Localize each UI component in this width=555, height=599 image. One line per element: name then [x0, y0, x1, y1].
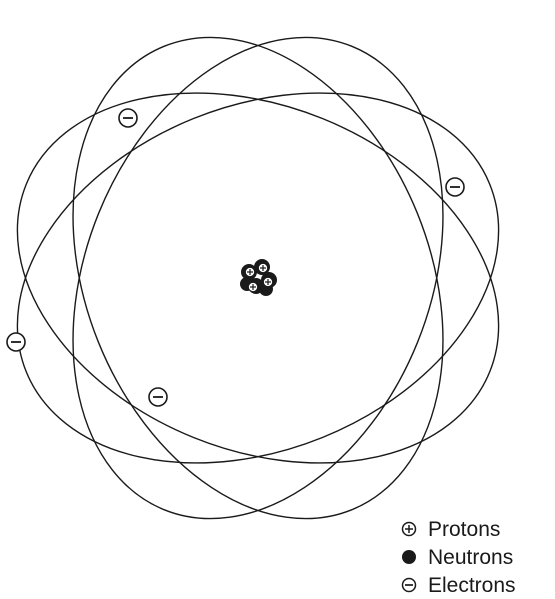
electron-orbits — [0, 0, 554, 574]
legend-label-protons: Protons — [428, 519, 500, 540]
legend: Protons Neutrons Electrons — [400, 515, 555, 599]
legend-label-neutrons: Neutrons — [428, 547, 513, 568]
orbit-ellipse — [0, 25, 554, 531]
orbit-ellipse — [0, 25, 554, 531]
proton — [248, 282, 257, 291]
electron — [119, 109, 137, 127]
nucleus — [240, 259, 277, 296]
legend-item-electrons: Electrons — [400, 571, 555, 599]
proton — [263, 277, 272, 286]
proton — [258, 263, 267, 272]
proton — [245, 267, 254, 276]
electron — [149, 388, 167, 406]
neutron-cluster — [240, 259, 277, 296]
legend-label-electrons: Electrons — [428, 575, 516, 596]
legend-item-protons: Protons — [400, 515, 555, 543]
legend-item-neutrons: Neutrons — [400, 543, 555, 571]
electron — [7, 333, 25, 351]
proton-symbol-icon — [400, 520, 418, 538]
neutron-symbol-icon — [400, 548, 418, 566]
electron-symbol-icon — [400, 576, 418, 594]
electron — [446, 178, 464, 196]
